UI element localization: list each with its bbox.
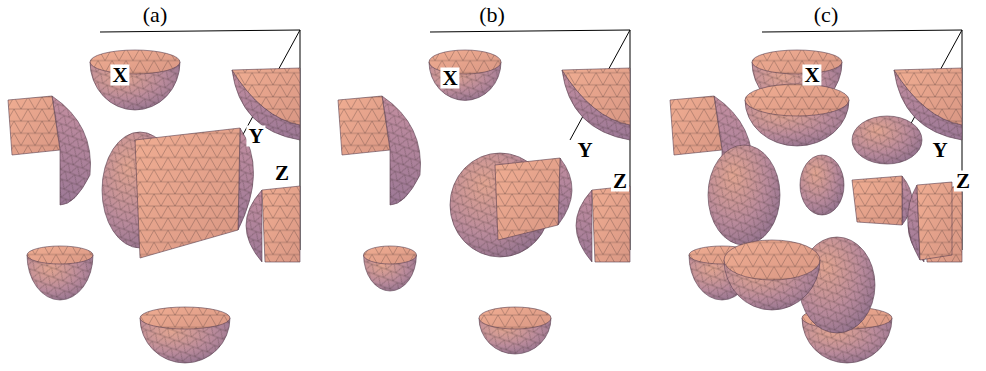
panel-label: (c) bbox=[814, 4, 838, 26]
axis-label: X bbox=[802, 65, 821, 86]
panel-label: (b) bbox=[479, 4, 505, 26]
axis-label: Z bbox=[273, 163, 291, 184]
axis-label: Z bbox=[611, 171, 629, 192]
axis-label: Y bbox=[930, 140, 949, 161]
cube-panel bbox=[338, 30, 630, 354]
axis-label: Z bbox=[954, 171, 972, 192]
panel-label: (a) bbox=[143, 4, 167, 26]
axis-label: Y bbox=[575, 140, 594, 161]
axis-label: X bbox=[440, 68, 459, 89]
axis-label: Y bbox=[246, 126, 265, 147]
cube-panel bbox=[8, 30, 300, 363]
axis-label: X bbox=[110, 65, 129, 86]
cube-panel bbox=[670, 30, 962, 363]
